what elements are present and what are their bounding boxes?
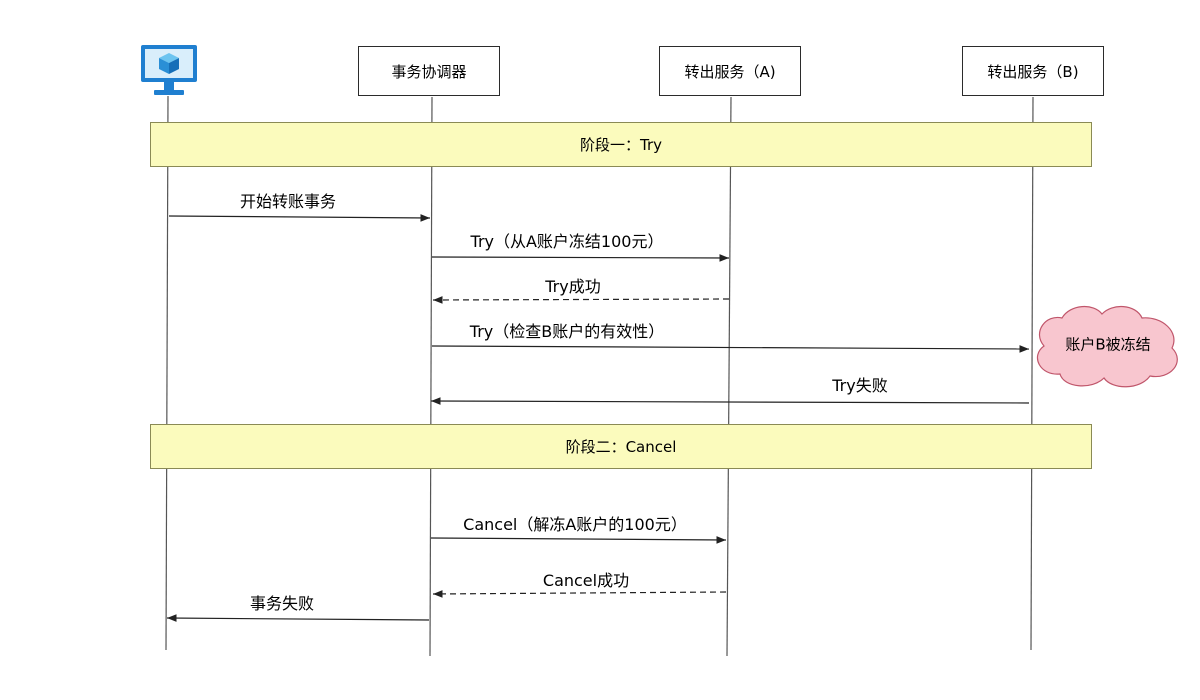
message-label-transaction-failed: 事务失败 bbox=[249, 594, 315, 613]
message-arrows bbox=[166, 214, 1030, 622]
arrow-cancel-unfreeze-a bbox=[430, 536, 727, 544]
arrow-try-success bbox=[432, 296, 730, 304]
arrow-start-transaction bbox=[168, 214, 431, 222]
phase-cancel-band: 阶段二：Cancel bbox=[150, 424, 1092, 469]
arrow-try-failed bbox=[430, 397, 1030, 405]
arrow-try-freeze-a bbox=[431, 254, 730, 262]
phase-try-band: 阶段一：Try bbox=[150, 122, 1092, 167]
message-label-try-check-b: Try（检查B账户的有效性） bbox=[469, 322, 665, 341]
message-label-try-freeze-a: Try（从A账户冻结100元） bbox=[470, 232, 664, 251]
message-label-try-failed: Try失败 bbox=[832, 376, 888, 395]
lifeline-service-a bbox=[726, 96, 732, 657]
arrow-transaction-failed bbox=[166, 614, 430, 622]
lifeline-client bbox=[165, 95, 169, 651]
cloud-note bbox=[1037, 306, 1178, 388]
participant-coordinator: 事务协调器 bbox=[358, 46, 500, 96]
computer-monitor-icon bbox=[141, 45, 197, 95]
cloud-note-label: 账户B被冻结 bbox=[1065, 335, 1151, 354]
arrow-try-check-b bbox=[431, 345, 1030, 353]
lifeline-coordinator bbox=[429, 96, 433, 657]
message-label-cancel-success: Cancel成功 bbox=[542, 571, 630, 590]
arrow-cancel-success bbox=[432, 590, 727, 598]
message-label-start-transaction: 开始转账事务 bbox=[239, 192, 337, 211]
message-label-try-success: Try成功 bbox=[545, 277, 601, 296]
participant-service-a: 转出服务（A) bbox=[659, 46, 801, 96]
lifeline-service-b bbox=[1030, 96, 1034, 651]
participant-service-b: 转出服务（B) bbox=[962, 46, 1104, 96]
message-label-cancel-unfreeze-a: Cancel（解冻A账户的100元） bbox=[463, 515, 687, 534]
